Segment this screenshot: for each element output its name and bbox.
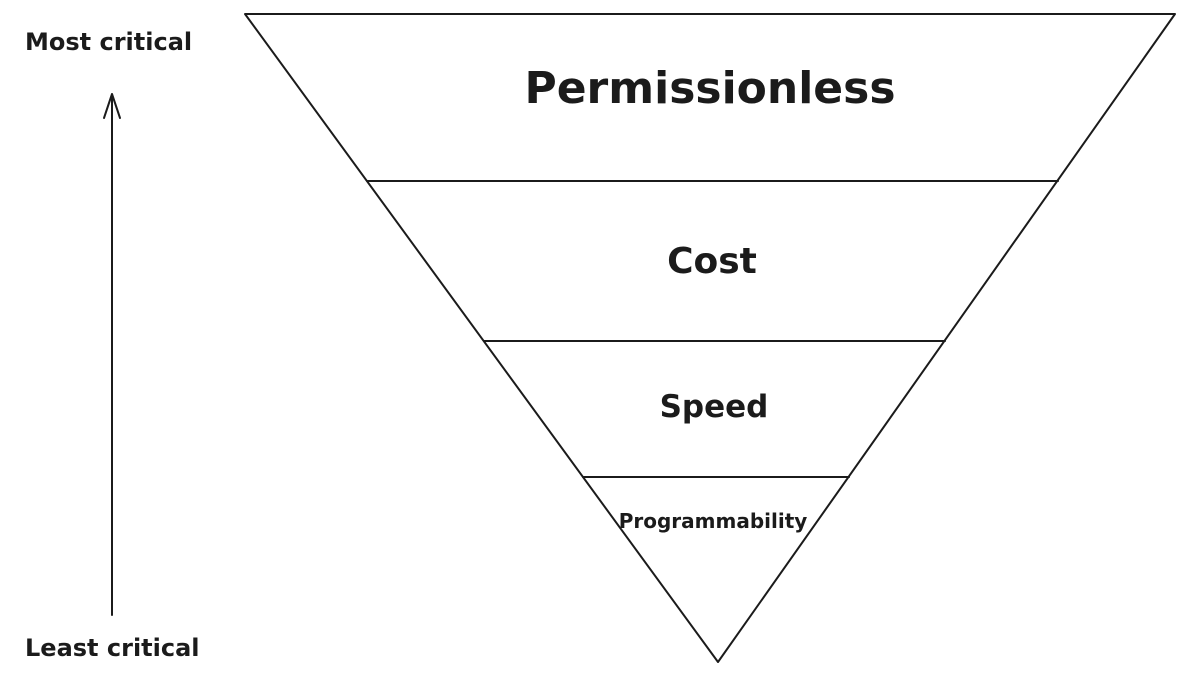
axis-top-label: Most critical: [25, 28, 192, 56]
criticality-axis: Most critical Least critical: [25, 28, 200, 662]
axis-arrow-head-icon: [103, 93, 121, 119]
level-cost-label: Cost: [667, 241, 757, 282]
axis-bottom-label: Least critical: [25, 634, 200, 662]
level-programmability-label: Programmability: [619, 509, 808, 533]
inverted-pyramid: Permissionless Cost Speed Programmabilit…: [244, 13, 1176, 663]
level-speed-label: Speed: [660, 389, 769, 425]
pyramid-outline: [244, 13, 1176, 663]
level-permissionless-label: Permissionless: [524, 63, 895, 114]
